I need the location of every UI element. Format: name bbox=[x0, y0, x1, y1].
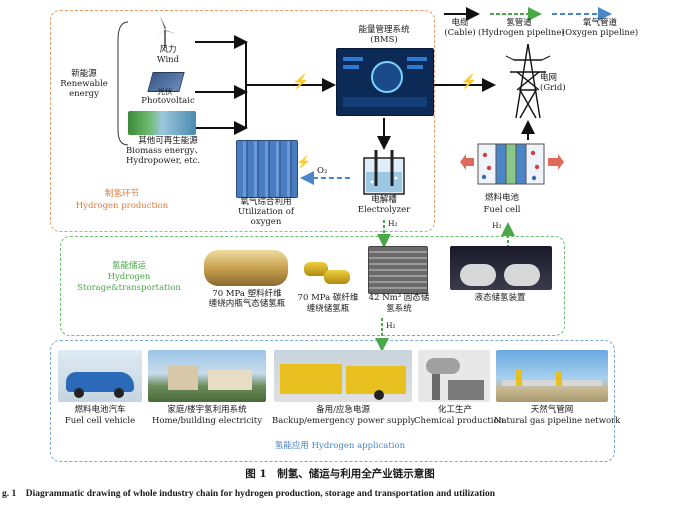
storage-item-4-line1: 液态储氢装置 bbox=[474, 293, 526, 303]
storage-section-box bbox=[60, 236, 565, 336]
lightning-icon: ⚡ bbox=[292, 74, 310, 90]
app-item-2-en: Home/building electricity bbox=[151, 416, 263, 426]
h2-label: H₂ bbox=[386, 321, 396, 330]
app-item-5-en: Natural gas pipeline network bbox=[494, 416, 621, 426]
bms-label-en: (BMS) bbox=[370, 35, 398, 45]
app-item-2-cn: 家庭/楼宇氢利用系统 bbox=[167, 405, 247, 415]
storage-item-1-line1: 70 MPa 塑料纤维 bbox=[212, 289, 282, 299]
oxygen-storage-image bbox=[236, 140, 298, 198]
gas-pipeline-image bbox=[496, 350, 608, 402]
other-renewable-cn: 其他可再生能源 bbox=[138, 136, 198, 146]
storage-item-3-line1: 42 Nm³ 固态储 bbox=[368, 293, 430, 303]
figure-caption-cn: 图 1 制氢、储运与利用全产业链示意图 bbox=[245, 468, 435, 480]
app-item-4-en: Chemical production bbox=[414, 416, 505, 426]
legend-hydrogen-cn: 氢管道 bbox=[506, 18, 532, 28]
fuelcell-label-en: Fuel cell bbox=[483, 205, 521, 215]
legend-oxygen-en: (Oxygen pipeline) bbox=[561, 28, 639, 38]
bms-label-cn: 能量管理系统 bbox=[358, 25, 410, 35]
lightning-icon: ⚡ bbox=[296, 155, 311, 169]
app-item-3-cn: 备用/应急电源 bbox=[316, 405, 370, 415]
grid-label-en: (Grid) bbox=[540, 83, 566, 93]
wind-label-cn: 风力 bbox=[159, 45, 177, 55]
biomass-hydropower-photo bbox=[128, 111, 196, 135]
bms-screen-image bbox=[336, 48, 434, 116]
grid-label-cn: 电网 bbox=[540, 73, 558, 83]
app-item-4-cn: 化工生产 bbox=[437, 405, 472, 415]
backup-power-image bbox=[274, 350, 412, 402]
o2-label: O₂ bbox=[317, 166, 328, 176]
oxygen-label-en2: oxygen bbox=[250, 217, 282, 227]
h2-label: H₂ bbox=[492, 221, 502, 230]
legend-cable-en: (Cable) bbox=[444, 28, 476, 38]
app-item-3-en: Backup/emergency power supply bbox=[272, 416, 416, 426]
storage-item-2-line2: 缠绕储氢瓶 bbox=[306, 304, 350, 314]
h2-label: H₂ bbox=[388, 219, 398, 228]
storage-section-label-en1: Hydrogen bbox=[107, 272, 151, 282]
renewable-label-cn: 新能源 bbox=[71, 69, 97, 79]
renewable-label-en: Renewable energy bbox=[60, 79, 108, 99]
figure-caption-en: g. 1 Diagrammatic drawing of whole indus… bbox=[2, 489, 495, 499]
application-section-box bbox=[50, 340, 615, 462]
app-item-1-en: Fuel cell vehicle bbox=[64, 416, 136, 426]
fuelcell-label-cn: 燃料电池 bbox=[484, 193, 519, 203]
storage-carbon-fiber-image bbox=[300, 252, 356, 290]
legend-oxygen-cn: 氧气管道 bbox=[582, 18, 617, 28]
wind-label-en: Wind bbox=[156, 55, 180, 65]
storage-section-label-en2: Storage&transportation bbox=[77, 283, 181, 293]
storage-item-2-line1: 70 MPa 碳纤维 bbox=[297, 293, 359, 303]
storage-liquid-image bbox=[450, 246, 552, 290]
oxygen-label-en1: Utilization of bbox=[238, 207, 294, 217]
app-item-5-cn: 天然气管网 bbox=[530, 405, 574, 415]
lightning-icon: ⚡ bbox=[460, 74, 478, 90]
chemical-plant-image bbox=[418, 350, 490, 402]
pv-label-cn: 光伏 bbox=[157, 87, 173, 96]
pv-label-en: Photovoltaic bbox=[141, 96, 195, 106]
legend-hydrogen-en: (Hydrogen pipeline) bbox=[478, 28, 565, 38]
storage-item-1-line2: 缠绕内瓶气态储氢瓶 bbox=[208, 299, 286, 309]
fuel-cell-vehicle-image bbox=[58, 350, 142, 402]
oxygen-label-cn: 氧气综合利用 bbox=[240, 197, 292, 207]
production-section-label-en: Hydrogen production bbox=[75, 201, 169, 211]
electrolyzer-label-en: Electrolyzer bbox=[357, 205, 411, 215]
production-section-label-cn: 制氢环节 bbox=[104, 189, 139, 199]
application-section-label: 氢能应用 Hydrogen application bbox=[274, 441, 406, 451]
legend-cable-cn: 电缆 bbox=[451, 18, 469, 28]
production-section-box bbox=[50, 10, 435, 232]
storage-solid-state-image bbox=[368, 246, 428, 294]
storage-section-label-cn: 氢能储运 bbox=[111, 261, 146, 271]
storage-item-3-line2: 氢系统 bbox=[386, 304, 412, 314]
other-renewable-en: Biomass energy、Hydropower, etc. bbox=[126, 146, 203, 166]
electrolyzer-label-cn: 电解槽 bbox=[371, 195, 397, 205]
storage-tank-gas-image bbox=[204, 250, 288, 286]
home-building-image bbox=[148, 350, 266, 402]
app-item-1-cn: 燃料电池汽车 bbox=[74, 405, 126, 415]
